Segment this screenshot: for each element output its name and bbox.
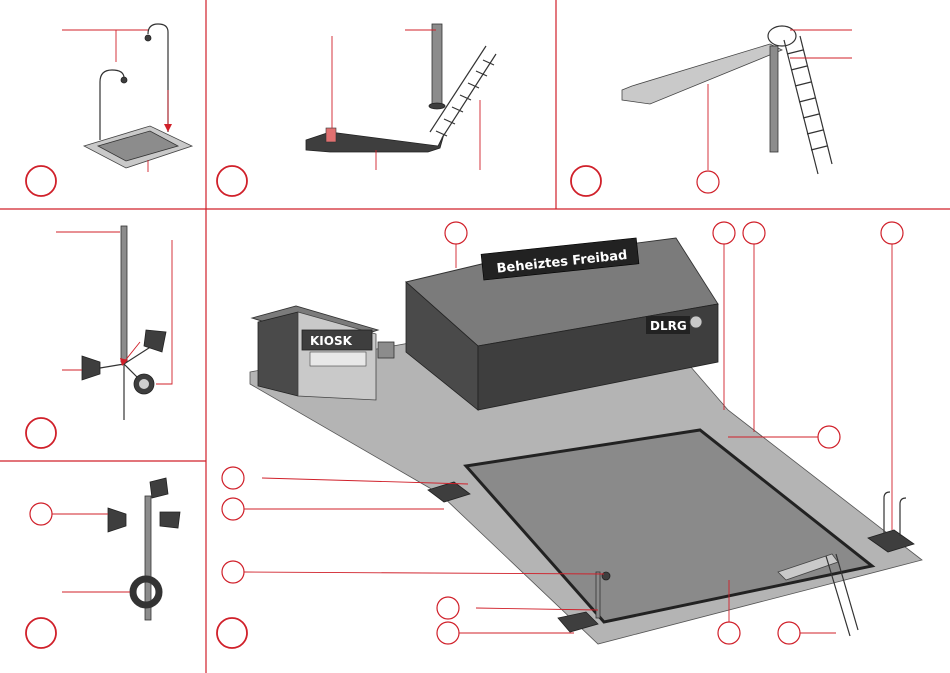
callout-showers-right	[881, 222, 903, 244]
step-circle-1	[26, 166, 56, 196]
slide-support-post	[770, 46, 778, 152]
panel-speaker-complete	[26, 478, 180, 648]
callout-lifeguard-2	[743, 222, 765, 244]
slide-chute-end	[326, 128, 336, 142]
callout-showers-left	[222, 467, 244, 489]
slide-chute	[622, 44, 782, 104]
panel-complete-slide	[571, 26, 852, 196]
panel-slide-base	[217, 24, 496, 196]
leader-shower-poles	[62, 30, 148, 62]
callout-footbath	[437, 622, 459, 644]
shower-head-left	[121, 77, 127, 83]
kiosk-building: KIOSK	[252, 306, 394, 400]
leader-speaker-upper	[156, 240, 172, 384]
shower-head-right	[145, 35, 151, 41]
kiosk-sign: KIOSK	[310, 334, 353, 348]
shower-pole-left	[100, 70, 124, 140]
callout-roof	[445, 222, 467, 244]
step-circle-4	[26, 418, 56, 448]
callout-pool	[718, 622, 740, 644]
panel-speaker-assembly	[26, 226, 172, 448]
speaker-horn-top	[150, 478, 168, 498]
step-circle-6	[217, 618, 247, 648]
slide-post-cap	[429, 103, 445, 109]
step-circle-3	[571, 166, 601, 196]
step-circle-5	[26, 618, 56, 648]
callout-slide	[697, 171, 719, 193]
callout-pole	[437, 597, 459, 619]
panel-pool-overview: KIOSK Beheiztes Freibad DLRG	[217, 222, 922, 648]
arrow-head-shower	[164, 124, 172, 132]
panel-shower-assembly	[26, 24, 192, 196]
callout-speaker	[30, 503, 52, 525]
shower-pole-right	[148, 24, 168, 132]
step-circle-2	[217, 166, 247, 196]
rescue-sign: DLRG	[650, 319, 687, 333]
speaker-horn-right	[160, 512, 180, 528]
pool-water	[466, 430, 872, 622]
speaker-pole	[121, 226, 127, 362]
speaker-horn-side	[108, 508, 126, 532]
callout-lifeguard-1	[713, 222, 735, 244]
slide-post	[432, 24, 442, 106]
slide-top-hoop	[768, 26, 796, 46]
callout-slide-pool	[778, 622, 800, 644]
callout-ring	[818, 426, 840, 448]
callout-speaker-pool	[222, 561, 244, 583]
callout-bench	[222, 498, 244, 520]
speaker-horn-left	[82, 356, 100, 380]
slide-ladder	[784, 36, 832, 174]
